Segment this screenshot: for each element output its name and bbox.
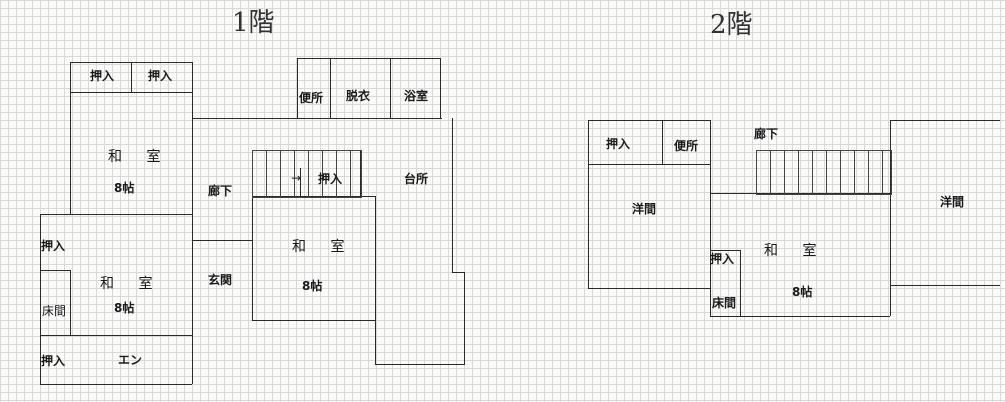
f1-genkan: 玄関 xyxy=(208,273,233,287)
floor2-stairs xyxy=(756,150,892,195)
stairs-arrow-icon: → xyxy=(291,171,302,185)
f1-rouka: 廊下 xyxy=(208,184,233,198)
f2-washitsu-size: 8帖 xyxy=(792,285,813,299)
f1-washitsu-c: 和 室 xyxy=(100,276,163,292)
f1-oshiire-bottom: 押入 xyxy=(41,354,66,368)
f1-yokushitsu: 浴室 xyxy=(404,89,429,103)
f2-washitsu: 和 室 xyxy=(764,243,827,259)
f1-tokonoma: 床間 xyxy=(42,304,67,318)
f1-oshiire-top-left: 押入 xyxy=(90,69,115,83)
f1-datsui: 脱衣 xyxy=(346,89,371,103)
f1-washitsu-a: 和 室 xyxy=(108,149,171,165)
f2-tokonoma: 床間 xyxy=(712,296,737,310)
floor2-heading: 2階 xyxy=(710,10,753,40)
f1-oshiire-top-right: 押入 xyxy=(148,69,173,83)
f2-youma-left: 洋間 xyxy=(632,202,657,216)
f2-rouka: 廊下 xyxy=(754,127,779,141)
f2-oshiire: 押入 xyxy=(606,137,631,151)
floor1-stairs xyxy=(252,150,362,198)
floor1-heading: 1階 xyxy=(232,8,275,38)
f1-daidokoro: 台所 xyxy=(404,172,429,186)
f2-youma-right: 洋間 xyxy=(940,195,965,209)
f1-washitsu-b: 和 室 xyxy=(292,239,355,255)
f1-washitsu-b-size: 8帖 xyxy=(302,279,323,293)
f1-washitsu-c-size: 8帖 xyxy=(114,301,135,315)
f1-benjo: 便所 xyxy=(299,91,324,105)
f2-benjo: 便所 xyxy=(674,139,699,153)
f1-en: エン xyxy=(118,353,143,367)
f1-oshiire-mid: 押入 xyxy=(318,172,343,186)
f2-oshiire-b: 押入 xyxy=(710,252,735,266)
f1-washitsu-a-size: 8帖 xyxy=(114,181,135,195)
f1-oshiire-left: 押入 xyxy=(41,239,66,253)
